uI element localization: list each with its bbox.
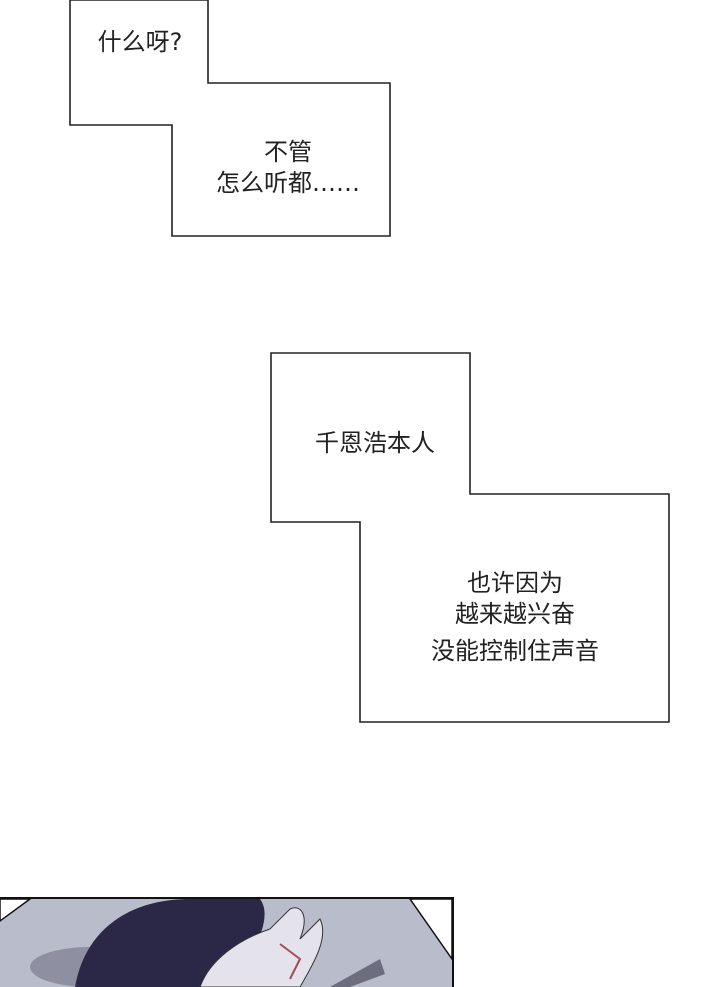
caption-boxes	[69, 0, 670, 723]
caption-text-4c: 没能控制住声音	[431, 637, 599, 665]
caption-text-1: 什么呀?	[97, 28, 183, 56]
caption-box-2	[270, 352, 670, 723]
caption-text-4b: 越来越兴奋	[455, 600, 575, 628]
caption-text-2a: 不管	[264, 138, 312, 166]
caption-box-1	[69, 0, 391, 237]
comic-panel-illustration	[0, 897, 454, 987]
caption-text-2b: 怎么听都……	[216, 169, 360, 197]
sleeping-figure-art	[0, 899, 452, 987]
caption-text-4a: 也许因为	[467, 569, 563, 597]
caption-text-3: 千恩浩本人	[315, 429, 435, 457]
